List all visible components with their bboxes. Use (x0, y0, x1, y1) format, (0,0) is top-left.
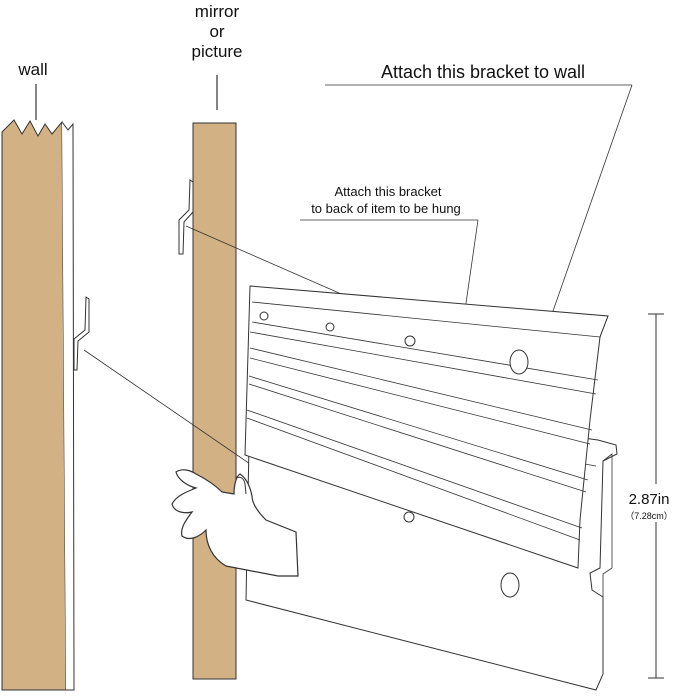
attach-wall-label: Attach this bracket to wall (381, 62, 585, 82)
wall-label: wall (17, 60, 47, 79)
item-bracket-hole-1 (259, 311, 269, 321)
hand-thumb (235, 476, 247, 495)
item-bracket-grooves (246, 301, 609, 541)
wall-illustration: wall (1, 60, 75, 691)
mirror-label-line1: mirror (195, 2, 240, 21)
wall-board (1, 119, 67, 691)
hand-shape (171, 469, 299, 577)
height-label-inches: 2.87in (629, 491, 670, 508)
mirror-illustration: mirror or picture (191, 2, 243, 680)
item-bracket-profile (178, 179, 194, 255)
mirror-label-line3: picture (191, 42, 242, 61)
height-label-cm: （7.28cm） (625, 511, 673, 521)
large-item-bracket (244, 285, 609, 569)
hand-illustration (171, 469, 299, 577)
attach-item-label-line2: to back of item to be hung (311, 201, 461, 216)
wall-bracket-rim (602, 453, 613, 597)
wall-edge (61, 121, 75, 691)
height-dimension (648, 313, 664, 679)
item-bracket-hole-2 (325, 322, 335, 332)
attach-item-label-line1: Attach this bracket (335, 184, 442, 199)
mirror-label-line2: or (209, 22, 224, 41)
mirror-board (192, 122, 237, 680)
wall-bracket-profile (73, 296, 90, 371)
item-bracket-hole-3 (404, 335, 416, 347)
item-bracket-hole-4 (509, 349, 529, 375)
wall-bracket-hole-4 (500, 572, 520, 598)
wall-bracket-hole-3 (403, 511, 415, 523)
